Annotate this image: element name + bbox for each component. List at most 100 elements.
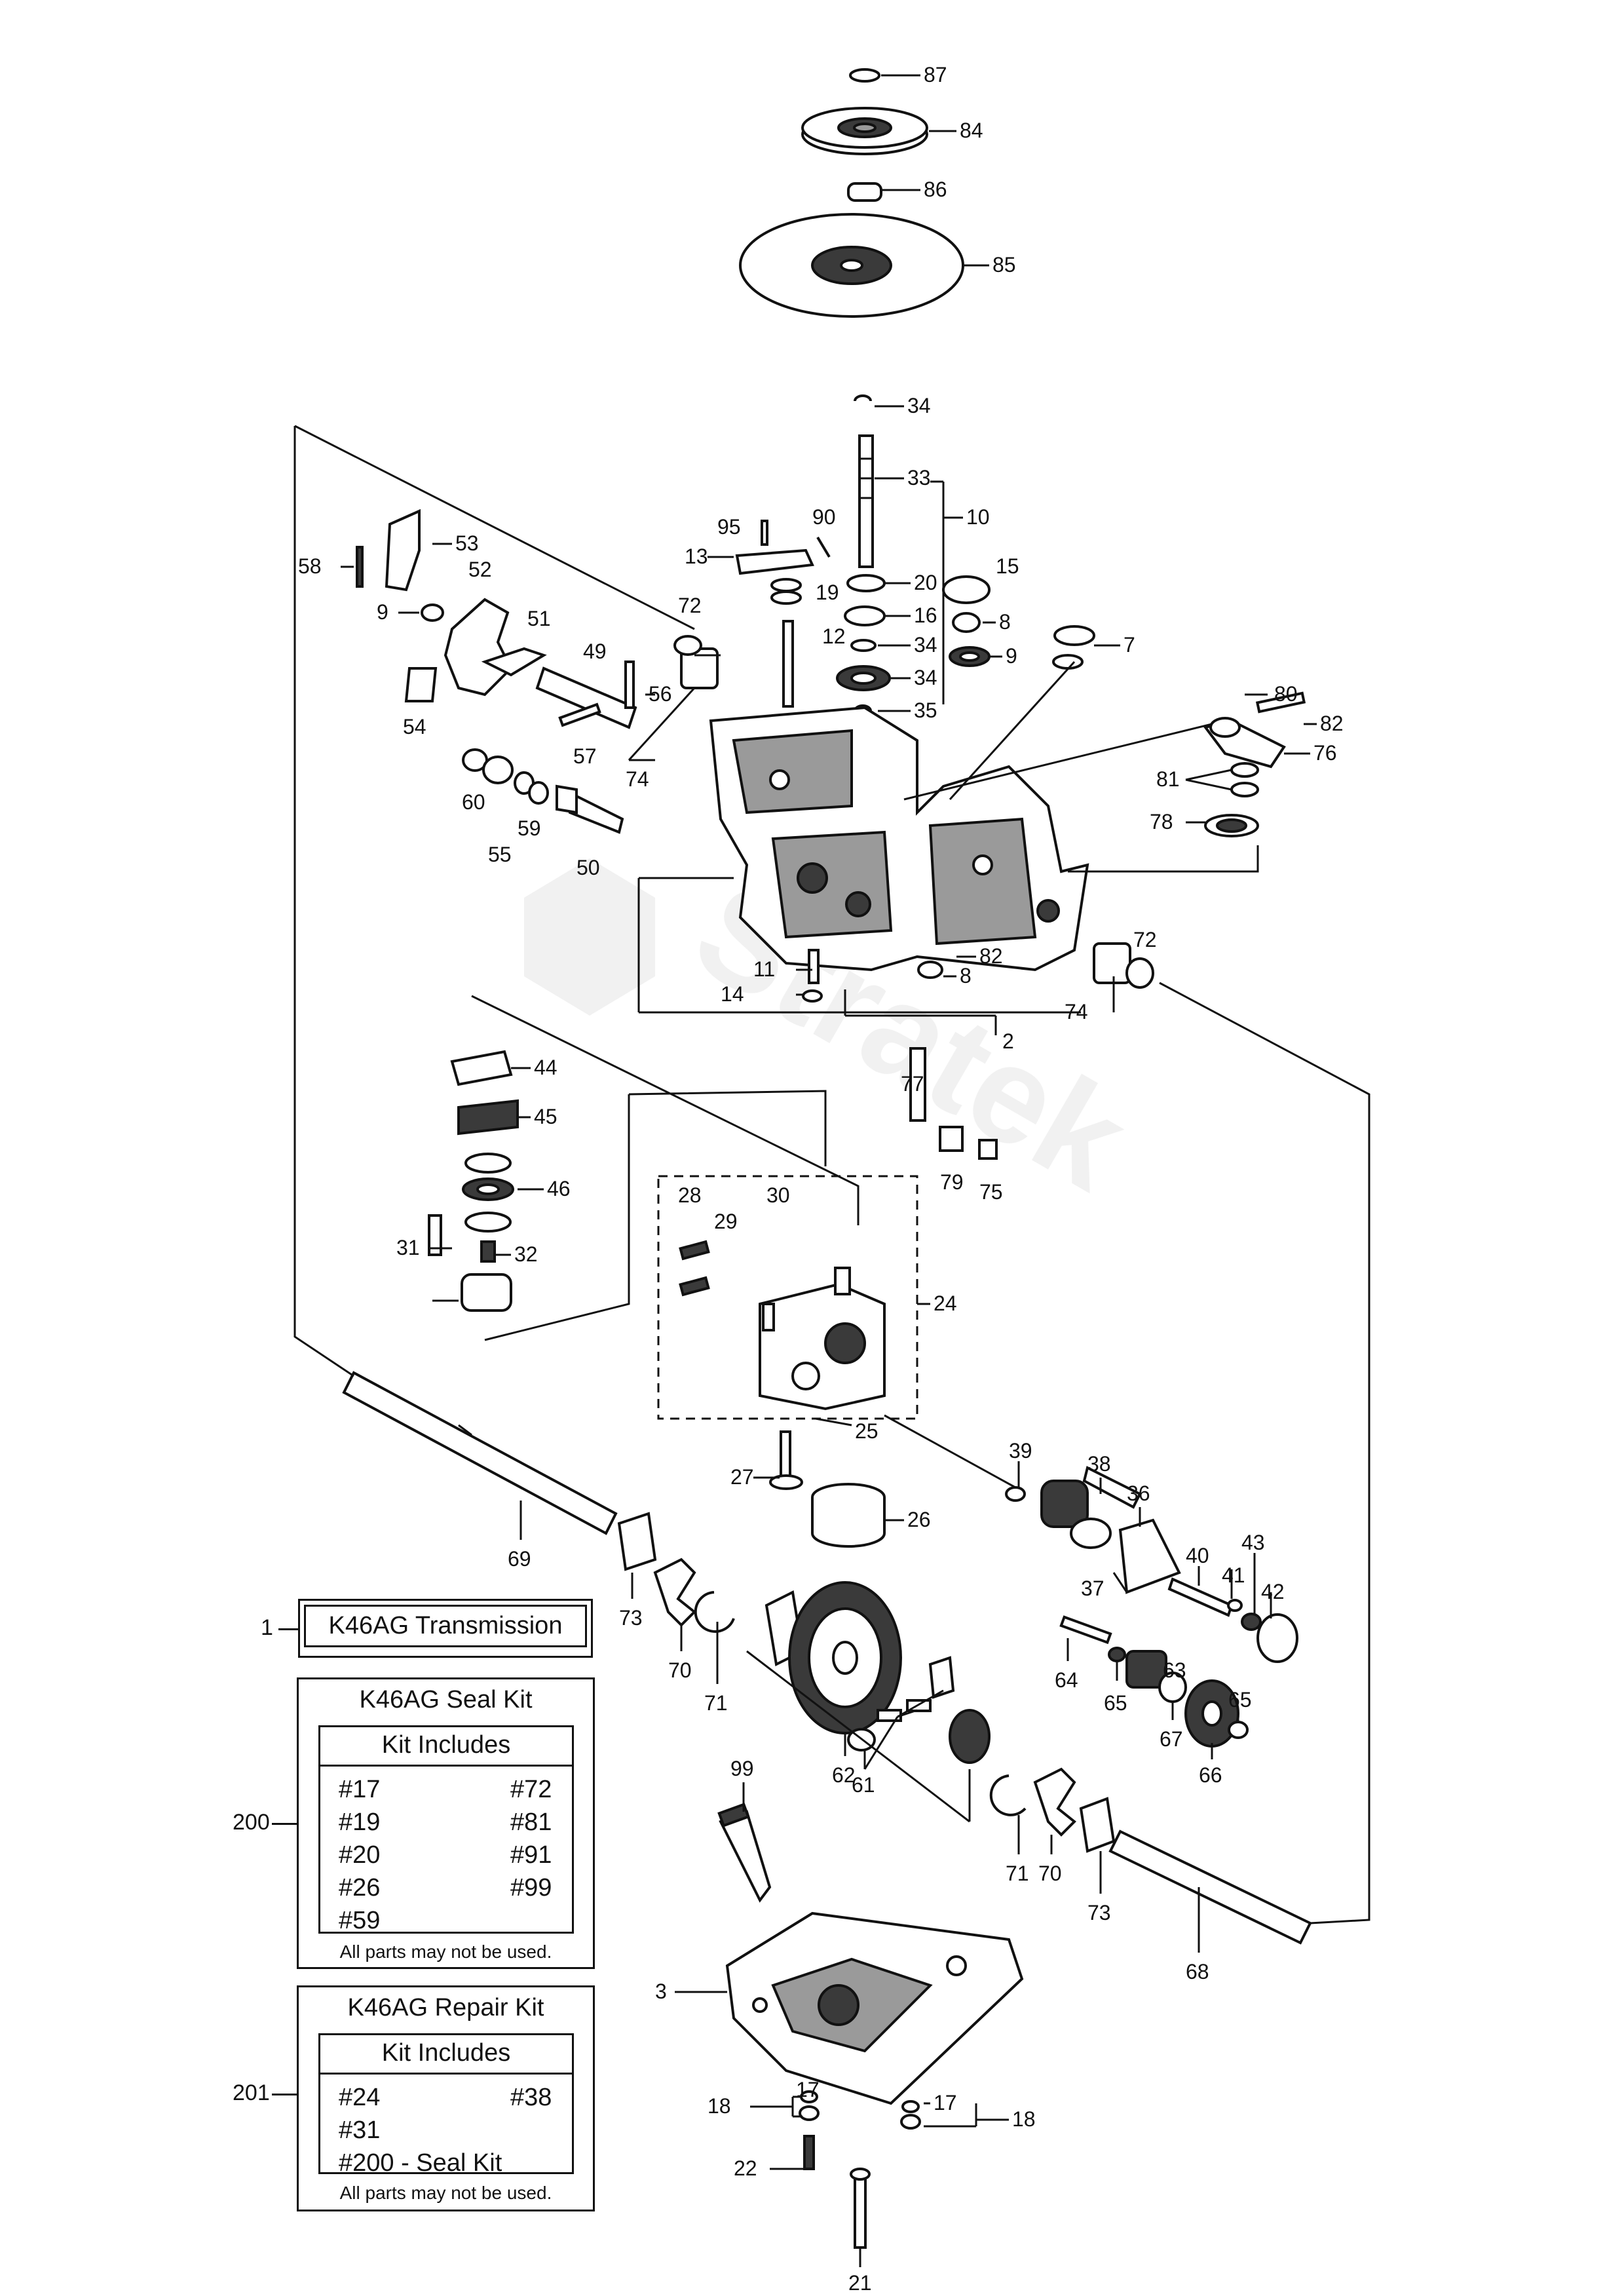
callout: 21 [848, 2271, 872, 2295]
repair-kit-note: All parts may not be used. [339, 2183, 552, 2203]
repair-kit-includes: Kit Includes #24 #31 #200 - Seal Kit #38 [318, 2033, 574, 2177]
callout: 14 [721, 982, 744, 1006]
callout: 52 [468, 558, 492, 581]
filter-group [769, 1430, 886, 1548]
callout: 12 [822, 624, 846, 648]
callout: 42 [1261, 1580, 1285, 1603]
callout: 63 [1163, 1658, 1186, 1682]
repair-kit-title: K46AG Repair Kit [347, 1994, 544, 2021]
callout: 32 [514, 1242, 538, 1266]
callout: 13 [685, 545, 708, 568]
callout: 34 [914, 666, 937, 689]
callout: 11 [753, 957, 775, 981]
kit-item: #81 [510, 1808, 552, 1836]
control-arm-group [356, 508, 719, 729]
fastener-group [799, 2090, 921, 2249]
callout: 18 [1012, 2107, 1036, 2131]
seal-kit-ref-number: 200 [233, 1810, 270, 1835]
callout: 85 [992, 253, 1016, 277]
callout: 8 [999, 610, 1011, 634]
callout: 79 [940, 1170, 964, 1194]
callout: 10 [966, 505, 990, 529]
callout: 40 [1186, 1544, 1209, 1567]
differential-gear-group [765, 1581, 991, 1764]
seal-kit-title: K46AG Seal Kit [359, 1686, 533, 1713]
kit-item: #99 [510, 1874, 552, 1902]
kit-item: #17 [339, 1776, 381, 1803]
callout: 46 [547, 1177, 571, 1200]
callout: 86 [924, 178, 947, 201]
callout: 22 [734, 2156, 757, 2180]
callout: 84 [960, 119, 983, 142]
callout: 87 [924, 63, 947, 86]
callout: 60 [462, 790, 485, 814]
bypass-arm-group [735, 520, 831, 605]
seal-kit-includes-header: Kit Includes [320, 1727, 572, 1767]
callout: 72 [1133, 928, 1157, 951]
callout: 56 [649, 682, 672, 706]
callout: 81 [1156, 767, 1180, 791]
callout: 9 [1006, 644, 1017, 668]
callout: 30 [766, 1183, 790, 1207]
callout: 15 [996, 554, 1019, 578]
callout: 45 [534, 1105, 557, 1128]
callout: 62 [832, 1763, 856, 1787]
callout: 82 [979, 944, 1003, 968]
callout: 18 [708, 2094, 731, 2118]
kit-item: #59 [339, 1907, 381, 1934]
callout: 71 [1006, 1862, 1029, 1885]
callout: 65 [1104, 1691, 1127, 1715]
callout: 25 [855, 1419, 878, 1443]
repair-kit-includes-header: Kit Includes [320, 2035, 572, 2075]
callout: 73 [1087, 1901, 1111, 1924]
kit-item: #31 [339, 2116, 381, 2144]
callout: 70 [668, 1658, 692, 1682]
repair-kit-box: K46AG Repair Kit Kit Includes #24 #31 #2… [297, 1985, 595, 2211]
main-housing [709, 706, 1089, 972]
callout: 53 [455, 531, 479, 555]
callout: 19 [816, 581, 839, 604]
callout-numbers: 87 84 86 85 34 33 10 95 90 13 19 20 15 1… [298, 63, 1344, 2295]
motor-group [1005, 1466, 1298, 1663]
callout: 69 [508, 1547, 531, 1571]
transmission-box: K46AG Transmission [298, 1599, 593, 1658]
callout: 17 [934, 2091, 957, 2114]
pump-stack-group [428, 1050, 519, 1312]
seal-kit-note: All parts may not be used. [339, 1942, 552, 1962]
callout: 68 [1186, 1960, 1209, 1983]
callout: 70 [1038, 1862, 1062, 1885]
callout: 34 [907, 394, 931, 417]
callout: 17 [796, 2078, 820, 2101]
repair-kit-ref-tick [272, 2094, 298, 2095]
callout: 74 [1065, 1000, 1088, 1024]
callout: 55 [488, 843, 512, 866]
seal-kit-box: K46AG Seal Kit Kit Includes #17 #19 #20 … [297, 1677, 595, 1969]
callout: 73 [619, 1606, 643, 1630]
callout: 26 [907, 1508, 931, 1531]
kit-item: #20 [339, 1841, 381, 1869]
kit-item: #91 [510, 1841, 552, 1869]
callout: 76 [1313, 741, 1337, 765]
callout: 61 [852, 1773, 875, 1797]
repair-kit-ref-number: 201 [233, 2080, 270, 2105]
seal-kit-ref-tick [272, 1823, 298, 1825]
transmission-ref-tick [278, 1628, 298, 1630]
callout: 66 [1199, 1763, 1222, 1787]
callout: 39 [1009, 1439, 1032, 1463]
right-axle-group [989, 1767, 1312, 1945]
callout: 44 [534, 1056, 557, 1079]
callout: 29 [714, 1210, 738, 1233]
callout: 75 [979, 1180, 1003, 1204]
callout: 82 [1320, 712, 1344, 735]
callout: 33 [907, 466, 931, 489]
callout: 58 [298, 554, 322, 578]
kit-item: #200 - Seal Kit [339, 2149, 502, 2177]
transmission-label: K46AG Transmission [304, 1605, 587, 1647]
kit-item: #38 [510, 2084, 552, 2111]
callout: 99 [730, 1757, 754, 1780]
transmission-ref-number: 1 [261, 1615, 273, 1640]
callout: 80 [1274, 682, 1298, 706]
gear-train-group [1059, 1615, 1249, 1748]
callout: 95 [717, 515, 741, 539]
